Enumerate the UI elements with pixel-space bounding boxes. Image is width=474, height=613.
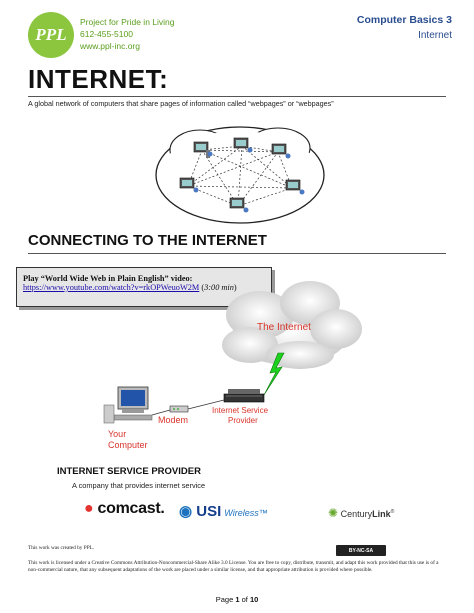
network-computer-icon bbox=[285, 179, 305, 195]
isp-label-line1: Internet Service bbox=[212, 406, 269, 415]
modem-label: Modem bbox=[158, 415, 188, 425]
isp-router-icon bbox=[223, 389, 265, 403]
usi-wireless-text: Wireless™ bbox=[224, 508, 268, 518]
network-computer-icon bbox=[179, 177, 199, 193]
centurylink-text-b: Link bbox=[372, 509, 391, 519]
internet-cloud bbox=[222, 281, 362, 369]
page-prefix: Page bbox=[215, 595, 236, 604]
usi-logo-text: USI bbox=[196, 503, 222, 520]
course-title: Computer Basics 3 bbox=[356, 14, 452, 26]
comcast-logo-text: comcast. bbox=[97, 500, 165, 517]
page-total: 10 bbox=[249, 595, 259, 604]
computer-label-line2: Computer bbox=[108, 440, 148, 450]
computer-label-line1: Your bbox=[108, 429, 126, 439]
comcast-peacock-icon: ● bbox=[84, 500, 94, 517]
org-website[interactable]: www.ppl-inc.org bbox=[80, 41, 140, 51]
page-title: INTERNET: bbox=[28, 64, 169, 94]
centurylink-logo: ✺ CenturyLink® bbox=[328, 506, 394, 520]
modem-icon bbox=[169, 405, 189, 413]
network-computer-icon bbox=[229, 197, 249, 213]
page-mid: of bbox=[239, 595, 250, 604]
title-divider bbox=[28, 96, 446, 97]
isp-description: A company that provides internet service bbox=[72, 481, 206, 490]
computer-icon bbox=[103, 386, 153, 424]
course-subject: Internet bbox=[418, 30, 452, 41]
video-callout: Play “World Wide Web in Plain English” v… bbox=[16, 267, 272, 307]
internet-cloud-label: The Internet bbox=[257, 322, 311, 333]
computer-modem-cable bbox=[151, 409, 171, 416]
centurylink-text-a: Century bbox=[340, 509, 373, 519]
connection-diagram: The Internet Internet Service Provider M… bbox=[103, 281, 362, 450]
video-duration-value: 3:00 min bbox=[204, 283, 234, 292]
intro-text: A global network of computers that share… bbox=[28, 99, 334, 108]
ppl-logo: PPL bbox=[28, 12, 74, 58]
usi-globe-icon: ◉ bbox=[179, 503, 193, 520]
created-by: This work was created by PPL. bbox=[28, 545, 95, 551]
centurylink-tm: ® bbox=[390, 509, 395, 515]
wireless-bolt-icon bbox=[263, 352, 285, 396]
video-duration: (3:00 min) bbox=[201, 283, 237, 292]
centurylink-burst-icon: ✺ bbox=[328, 506, 339, 520]
license-text: This work is licensed under a Creative C… bbox=[28, 560, 439, 573]
network-illustration bbox=[155, 126, 325, 224]
comcast-logo: ● comcast. bbox=[84, 500, 165, 518]
isp-label-line2: Provider bbox=[228, 416, 258, 425]
cc-license-badge[interactable]: BY-NC-SA bbox=[336, 545, 386, 556]
network-computer-icon bbox=[271, 143, 291, 159]
modem-isp-cable bbox=[187, 399, 225, 410]
org-phone: 612-455-5100 bbox=[80, 29, 133, 39]
network-links bbox=[187, 145, 293, 207]
org-name: Project for Pride in Living bbox=[80, 17, 175, 27]
network-computer-icon bbox=[233, 137, 253, 153]
section-heading-connecting: CONNECTING TO THE INTERNET bbox=[28, 232, 267, 249]
section-divider bbox=[28, 253, 446, 254]
network-computer-icon bbox=[193, 141, 213, 158]
video-link[interactable]: https://www.youtube.com/watch?v=rkOPWeuo… bbox=[23, 283, 200, 292]
video-title: Play “World Wide Web in Plain English” v… bbox=[23, 274, 193, 283]
page-current: 1 bbox=[235, 595, 240, 604]
page-number: Page 1 of 10 bbox=[0, 595, 474, 604]
section-heading-isp: INTERNET SERVICE PROVIDER bbox=[57, 466, 201, 477]
